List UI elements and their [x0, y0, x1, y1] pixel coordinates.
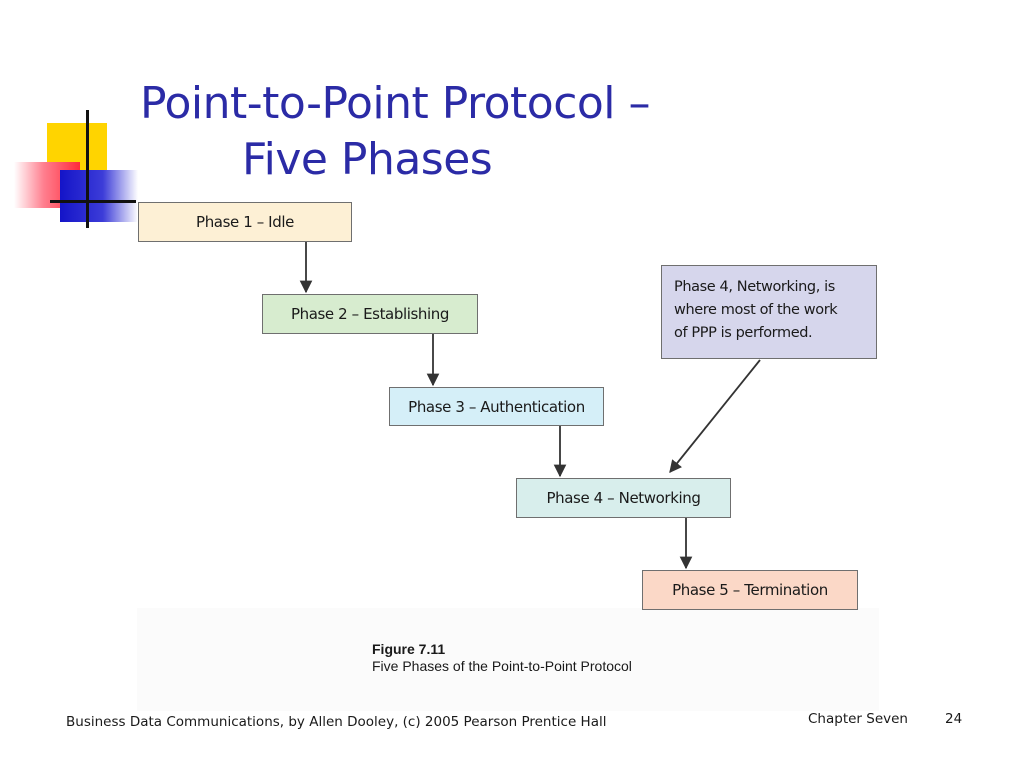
decorative-vertical-line — [86, 110, 89, 228]
phase-2-establishing-box: Phase 2 – Establishing — [262, 294, 478, 334]
slide-title: Point-to-Point Protocol – Five Phases — [140, 76, 651, 188]
figure-number: Figure 7.11 — [372, 641, 446, 657]
footer-chapter: Chapter Seven — [808, 711, 908, 727]
decorative-horizontal-line — [50, 200, 136, 203]
networking-note-box: Phase 4, Networking, is where most of th… — [661, 265, 877, 359]
figure-caption-text: Five Phases of the Point-to-Point Protoc… — [372, 658, 632, 674]
note-line-1: Phase 4, Networking, is — [674, 279, 835, 295]
slide-number: 24 — [945, 711, 963, 727]
arrow-note-to-phase4 — [669, 359, 761, 473]
phase-3-authentication-box: Phase 3 – Authentication — [389, 387, 604, 426]
decorative-blue-gradient-bar — [60, 170, 138, 222]
phase-1-idle-box: Phase 1 – Idle — [138, 202, 352, 242]
slide-title-line2: Five Phases — [242, 134, 493, 185]
note-line-3: of PPP is performed. — [674, 325, 813, 341]
phase-5-termination-box: Phase 5 – Termination — [642, 570, 858, 610]
figure-caption: Figure 7.11 Five Phases of the Point-to-… — [372, 640, 632, 675]
note-line-2: where most of the work — [674, 302, 838, 318]
slide-title-line1: Point-to-Point Protocol – — [140, 78, 651, 129]
footer-source: Business Data Communications, by Allen D… — [66, 714, 607, 730]
phase-4-networking-box: Phase 4 – Networking — [516, 478, 731, 518]
